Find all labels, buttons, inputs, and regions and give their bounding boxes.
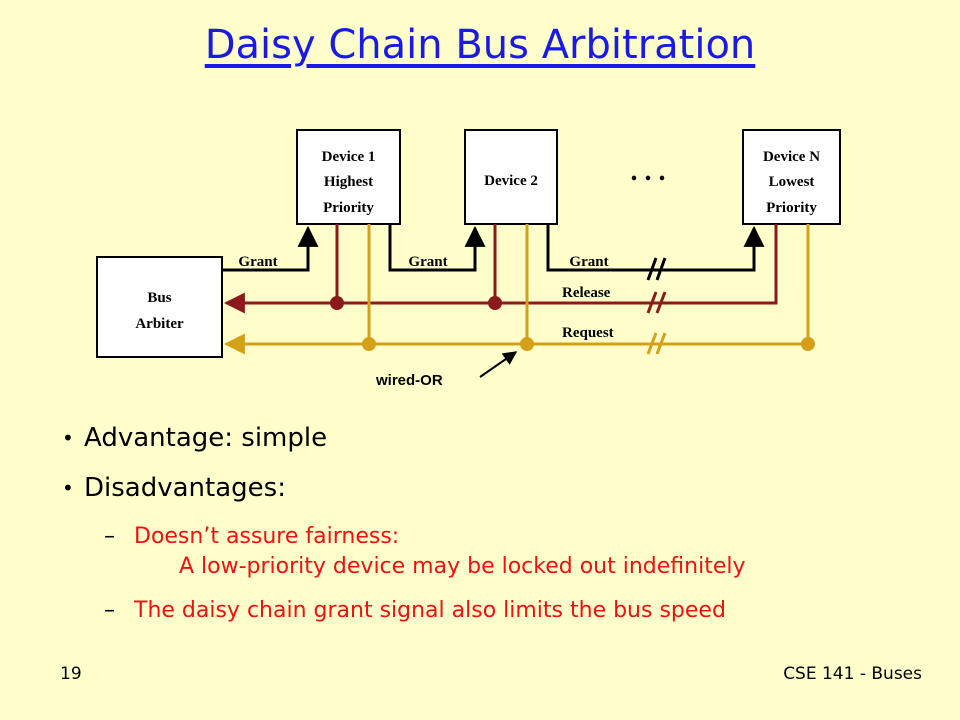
request-junction-2 <box>520 337 534 351</box>
bullet-advantage: • Advantage: simple <box>62 420 942 470</box>
grant-label-1: Grant <box>238 254 277 270</box>
sub-bullet-dash: – <box>104 598 115 623</box>
bullet-dot: • <box>62 476 74 500</box>
device-2: Device 2 <box>464 129 558 225</box>
device-n-label-2: Lowest <box>769 174 815 190</box>
device-n-label-1: Device N <box>763 149 820 165</box>
device-2-label: Device 2 <box>484 173 538 189</box>
wired-or-label: wired-OR <box>375 372 443 389</box>
release-line <box>223 224 778 314</box>
footer-course: CSE 141 - Buses <box>783 664 922 684</box>
sub-bullet-dash: – <box>104 524 115 549</box>
page-number: 19 <box>60 664 82 684</box>
sub-bullet-speed: – The daisy chain grant signal also limi… <box>62 596 942 626</box>
request-line <box>223 224 810 355</box>
bullet-list: • Advantage: simple • Disadvantages: – D… <box>62 420 942 626</box>
wired-or-arrow <box>479 351 518 378</box>
bullet-advantage-text: Advantage: simple <box>84 423 328 453</box>
device-1: Device 1 Highest Priority <box>296 129 401 225</box>
device-n-label-3: Priority <box>766 200 817 216</box>
bullet-dot: • <box>62 426 74 450</box>
device-1-label-3: Priority <box>323 200 374 216</box>
release-junction-1 <box>330 296 344 310</box>
device-n: Device N Lowest Priority <box>742 129 841 225</box>
grant-label-2: Grant <box>408 254 447 270</box>
break-marks <box>646 257 667 355</box>
arbiter-label-2: Arbiter <box>135 316 184 332</box>
release-junction-2 <box>488 296 502 310</box>
device-1-label-2: Highest <box>324 174 373 190</box>
grant-label-3: Grant <box>569 254 608 270</box>
sub-bullet-speed-text: The daisy chain grant signal also limits… <box>134 598 726 623</box>
sub-bullet-fairness-text: Doesn’t assure fairness: <box>134 524 400 549</box>
arbiter-label-1: Bus <box>147 290 171 306</box>
grant-chain <box>222 224 765 272</box>
request-junction-n <box>801 337 815 351</box>
device-1-label-1: Device 1 <box>322 149 376 165</box>
sub-bullet-fairness: – Doesn’t assure fairness: A low-priorit… <box>62 522 942 582</box>
bus-arbiter: Bus Arbiter <box>96 256 223 358</box>
request-junction-1 <box>362 337 376 351</box>
request-label: Request <box>562 325 614 341</box>
bullet-disadvantages: • Disadvantages: <box>62 470 942 520</box>
sub-bullet-fairness-cont: A low-priority device may be locked out … <box>179 554 746 579</box>
device-ellipsis: . . . <box>631 156 666 187</box>
release-label: Release <box>562 285 611 301</box>
slide-title: Daisy Chain Bus Arbitration <box>204 22 756 68</box>
bullet-disadvantages-text: Disadvantages: <box>84 473 286 503</box>
